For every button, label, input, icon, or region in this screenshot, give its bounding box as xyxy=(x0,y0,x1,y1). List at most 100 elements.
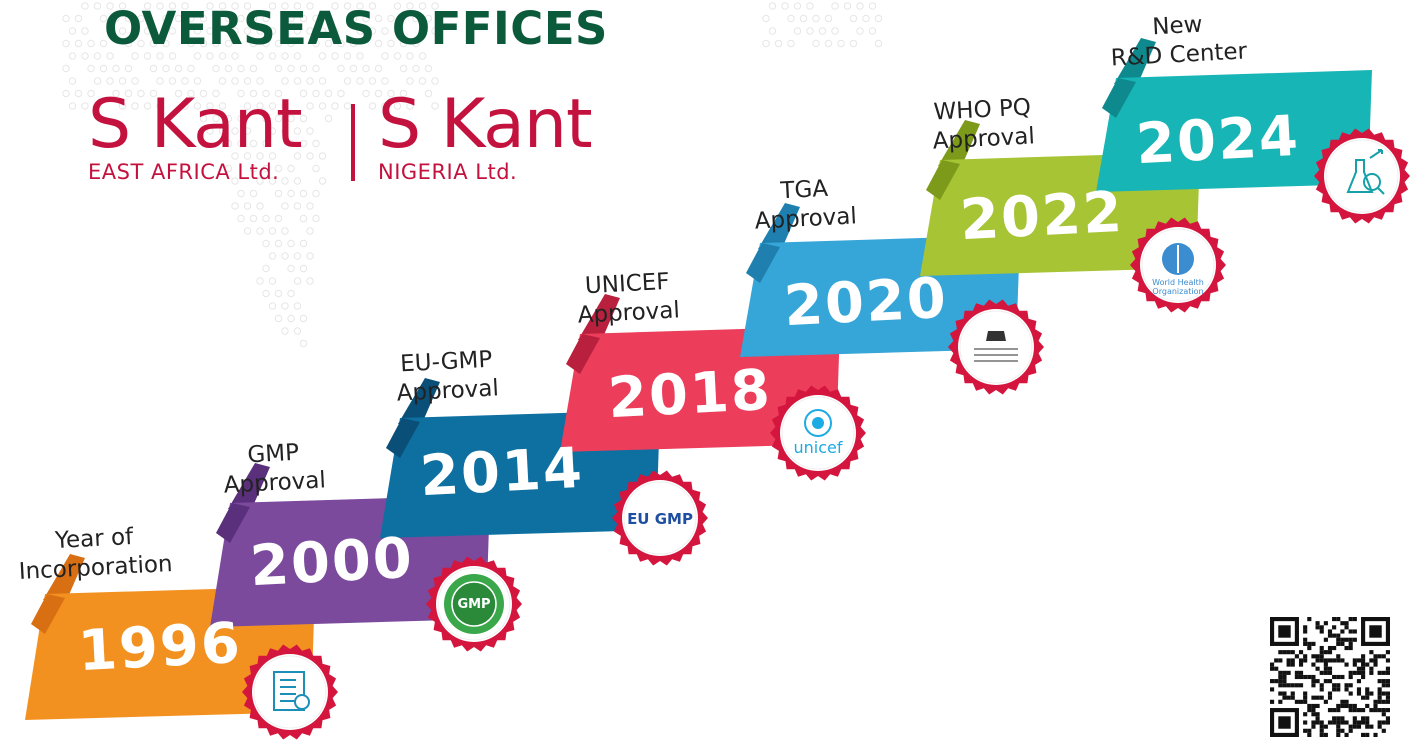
map-dot xyxy=(293,277,302,285)
map-dot xyxy=(343,77,352,85)
map-dot xyxy=(299,64,308,73)
map-dot xyxy=(374,64,383,73)
map-dot xyxy=(281,52,289,60)
map-dot xyxy=(237,139,245,148)
map-dot xyxy=(868,2,877,10)
map-dot xyxy=(837,39,845,48)
map-dot xyxy=(143,102,152,110)
map-dot xyxy=(381,77,389,85)
step-fold xyxy=(398,378,440,428)
map-dot xyxy=(299,14,308,23)
map-dot xyxy=(374,14,383,23)
map-dot xyxy=(281,252,289,260)
map-dot xyxy=(231,77,239,85)
map-dot xyxy=(81,27,89,35)
step-fold xyxy=(228,463,270,513)
qr-modules xyxy=(1270,617,1390,737)
map-dot xyxy=(337,64,345,73)
map-dot xyxy=(218,102,227,110)
brand-nigeria: S Kant NIGERIA Ltd. xyxy=(378,90,593,185)
map-dot xyxy=(106,2,114,10)
map-dot xyxy=(406,52,414,60)
map-dot xyxy=(243,27,252,35)
map-dot xyxy=(312,214,320,223)
map-dot xyxy=(293,2,302,10)
map-dot xyxy=(274,64,283,73)
map-dot xyxy=(281,77,289,85)
map-dot xyxy=(106,52,114,60)
map-dot xyxy=(143,52,152,60)
map-dot xyxy=(168,77,177,85)
map-dot xyxy=(174,14,183,23)
map-dot xyxy=(62,64,70,73)
map-dot xyxy=(393,52,402,60)
map-dot xyxy=(237,214,245,223)
map-dot xyxy=(418,2,427,10)
brand-subtitle: EAST AFRICA Ltd. xyxy=(88,160,280,184)
map-dot xyxy=(256,177,264,185)
map-dot xyxy=(274,239,283,248)
who-logo-text: World Health xyxy=(1152,278,1204,287)
map-dot xyxy=(312,14,320,23)
map-dot xyxy=(174,89,183,98)
map-dot xyxy=(118,2,127,10)
map-dot xyxy=(849,39,858,48)
badge-2020 xyxy=(948,299,1044,395)
map-dot xyxy=(287,239,295,248)
map-dot xyxy=(256,77,264,85)
map-dot xyxy=(831,2,839,10)
map-dot xyxy=(293,77,302,85)
step-fold xyxy=(1114,38,1156,88)
map-dot xyxy=(424,64,433,73)
map-dot xyxy=(362,14,370,23)
map-dot xyxy=(431,2,439,10)
map-dot xyxy=(306,202,314,210)
brand-east-africa: S Kant EAST AFRICA Ltd. xyxy=(88,90,303,185)
map-dot xyxy=(168,27,177,35)
brand-subtitle: NIGERIA Ltd. xyxy=(378,160,518,184)
map-dot xyxy=(249,139,258,148)
map-dot xyxy=(187,14,195,23)
map-dot xyxy=(331,102,339,110)
map-dot xyxy=(143,2,152,10)
map-dot xyxy=(299,89,308,98)
map-dot xyxy=(218,52,227,60)
map-dot xyxy=(312,89,320,98)
map-dot xyxy=(112,89,120,98)
map-dot xyxy=(299,339,308,348)
map-dot xyxy=(874,39,883,48)
map-dot xyxy=(131,52,139,60)
map-dot xyxy=(68,102,77,110)
map-dot xyxy=(293,52,302,60)
map-dot xyxy=(193,77,202,85)
map-dot xyxy=(118,77,127,85)
map-dot xyxy=(418,52,427,60)
map-dot xyxy=(431,77,439,85)
eu-gmp-logo: EU GMP xyxy=(627,510,693,528)
map-dot xyxy=(274,89,283,98)
map-dot xyxy=(262,289,270,298)
map-dot xyxy=(381,52,389,60)
map-dot xyxy=(224,114,233,123)
map-dot xyxy=(324,114,333,123)
map-dot xyxy=(306,27,314,35)
map-dot xyxy=(262,214,270,223)
map-dot xyxy=(299,264,308,273)
map-dot xyxy=(243,77,252,85)
map-dot xyxy=(324,39,333,48)
map-dot xyxy=(237,114,245,123)
map-dot xyxy=(412,14,420,23)
map-dot xyxy=(262,89,270,98)
step-ribbon xyxy=(560,326,840,452)
map-dot xyxy=(274,214,283,223)
map-dot xyxy=(281,227,289,235)
badge-2000: GMP xyxy=(426,556,522,652)
map-dot xyxy=(181,27,189,35)
rnd-lab-icon xyxy=(1346,149,1385,195)
map-dot xyxy=(137,89,145,98)
map-dot xyxy=(831,27,839,35)
map-dot xyxy=(368,2,377,10)
map-dot xyxy=(274,189,283,198)
step-fold xyxy=(758,203,800,253)
map-dot xyxy=(287,314,295,323)
